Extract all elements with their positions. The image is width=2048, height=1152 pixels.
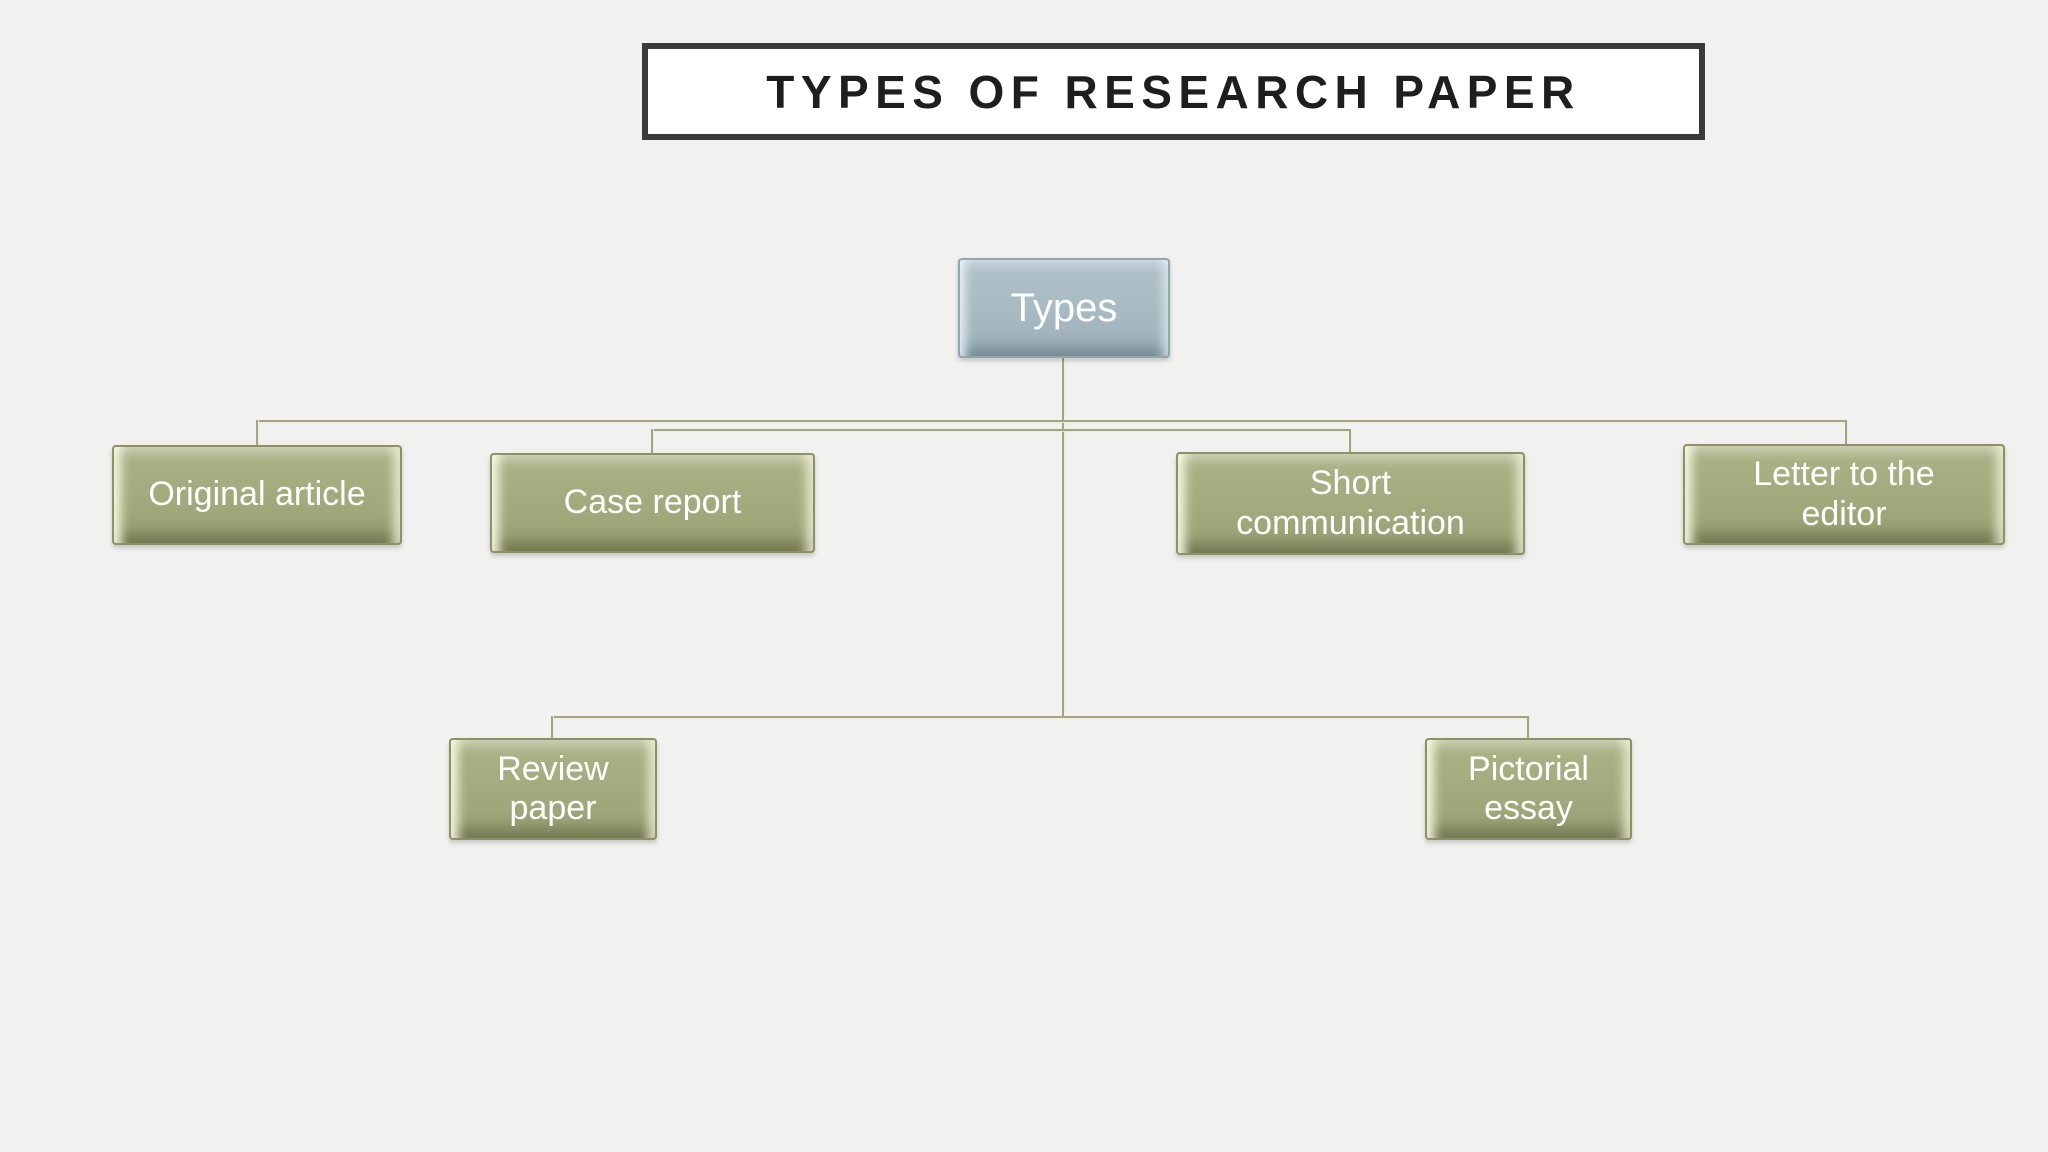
node-pictorial-essay: Pictorial essay xyxy=(1425,738,1632,840)
connector-drop-original-article xyxy=(256,420,258,446)
connector-drop-case-report xyxy=(651,429,653,454)
node-case-report: Case report xyxy=(490,453,815,553)
connector-drop-review-paper xyxy=(551,716,553,739)
node-short-communication: Short communication xyxy=(1176,452,1525,555)
node-review-paper: Review paper xyxy=(449,738,657,840)
page-title: TYPES OF RESEARCH PAPER xyxy=(766,65,1581,118)
connector-row1-inner-horizontal xyxy=(651,429,1351,431)
connector-row1-outer-horizontal xyxy=(256,420,1847,422)
node-original-article: Original article xyxy=(112,445,402,545)
connector-drop-short-communication xyxy=(1349,429,1351,453)
connector-row2-horizontal xyxy=(551,716,1529,718)
node-letter-to-the-editor: Letter to the editor xyxy=(1683,444,2005,545)
connector-drop-pictorial-essay xyxy=(1527,716,1529,739)
connector-trunk-vertical xyxy=(1062,358,1064,718)
title-banner: TYPES OF RESEARCH PAPER xyxy=(642,43,1705,140)
connector-drop-letter-editor xyxy=(1845,420,1847,445)
node-types: Types xyxy=(958,258,1170,358)
